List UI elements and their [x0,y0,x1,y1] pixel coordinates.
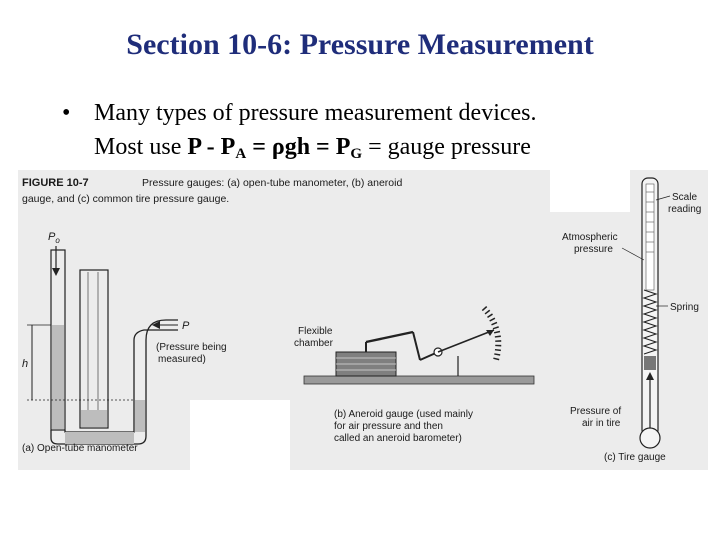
p0-label: Po [48,231,60,245]
scale-rod [645,183,655,291]
scale-label-2: reading [668,204,701,215]
aneroid-caption-3: called an aneroid barometer) [334,433,462,444]
tire-valve-head [639,427,661,449]
aneroid-caption-2: for air pressure and then [334,421,443,432]
formula-suffix: = gauge pressure [362,134,531,160]
pressure-formula: P - PA = ρgh = PG = gauge pressure [187,134,531,162]
figure-paper-right [550,212,708,470]
air-pressure-arrow-head [646,372,654,380]
atmospheric-leader [621,247,645,261]
gauge-pointer [437,329,495,353]
figure-caption-line-1: Pressure gauges: (a) open-tube manometer… [142,177,402,189]
formula-sub-g: G [350,146,363,162]
figure-white-gap [190,400,290,470]
manometer-scale-tube [79,269,109,429]
aneroid-gauge-diagram: Flexible chamber (b) Aneroid gauge (used… [294,305,535,444]
bullet-symbol: • [62,100,71,126]
manometer-liquid-u [65,432,134,444]
formula-sub-a: A [235,146,247,162]
air-pressure-label-2: air in tire [582,418,621,429]
scale-label-1: Scale [672,192,697,203]
slide-title: Section 10-6: Pressure Measurement [126,28,594,61]
p-arrow-head [152,321,160,329]
manometer-caption: (a) Open-tube manometer [22,443,138,454]
air-pressure-label-1: Pressure of [570,406,621,417]
gauge-pointer-tip [486,330,494,336]
manometer-u-tube-outer [50,319,178,445]
manometer-liquid-right [135,400,145,432]
pressure-note-1: (Pressure being [156,342,227,353]
manometer-left-tube [50,249,66,431]
lever-arm-1 [365,330,414,344]
h-label: h [22,358,28,370]
chamber-label-1: Flexible [298,326,333,337]
pressure-gauges-figure: FIGURE 10-7 Pressure gauges: (a) open-tu… [18,170,708,470]
p-label: P [182,320,190,332]
scale-leader [655,195,671,201]
chamber-label-2: chamber [294,338,334,349]
manometer-u-tube-inner [64,329,178,433]
manometer-liquid-bottom [81,410,107,427]
tire-gauge-caption: (c) Tire gauge [604,452,666,463]
dial-scale [481,305,502,361]
bullet-line-2-prefix: Most use [94,134,188,160]
manometer-diagram: Po h P (Pressure being measured) (a) Ope… [22,231,227,454]
pressure-note-2: measured) [158,354,206,365]
manometer-liquid-left [52,325,64,429]
spring-coil [642,289,658,355]
formula-p-part: P - P [187,134,236,160]
atmospheric-label-1: Atmospheric [562,232,618,243]
piston [644,356,656,370]
bullet-line-1: Many types of pressure measurement devic… [94,100,537,126]
aneroid-caption-1: (b) Aneroid gauge (used mainly [334,409,473,420]
figure-label: FIGURE 10-7 [22,177,89,189]
tire-gauge-diagram: Scale reading Atmospheric pressure Sprin… [562,177,701,463]
lever-arm-2 [412,331,421,361]
figure-caption-line-2: gauge, and (c) common tire pressure gaug… [22,193,229,205]
atmospheric-label-2: pressure [574,244,613,255]
aneroid-base-plate [303,375,535,385]
formula-mid-part: = ρgh = P [246,134,351,160]
p0-arrow-head [52,268,60,276]
bullet-line-2: Most use P - PA = ρgh = PG = gauge press… [94,130,704,171]
spring-label: Spring [670,302,699,313]
